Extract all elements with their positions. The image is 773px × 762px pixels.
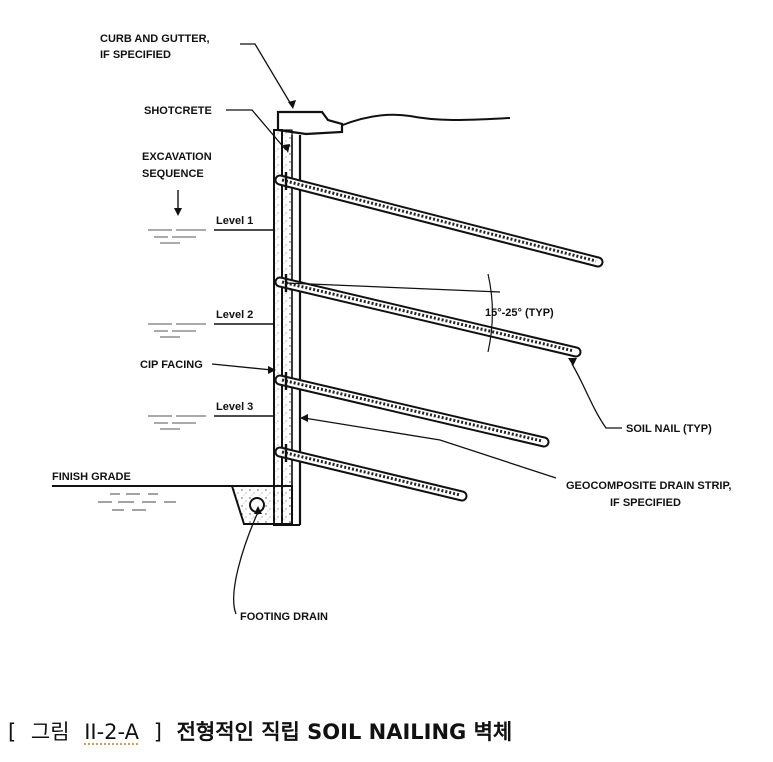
label-cip-facing: CIP FACING: [140, 359, 203, 371]
label-geocomposite-line1: GEOCOMPOSITE DRAIN STRIP,: [566, 480, 731, 492]
figure-caption: [ 그림 II-2-A ] 전형적인 직립 SOIL NAILING 벽체: [8, 716, 768, 746]
level-lines: [214, 229, 274, 417]
label-excavation-line2: SEQUENCE: [142, 168, 204, 180]
label-footing-drain: FOOTING DRAIN: [240, 611, 328, 623]
cip-facing-wall: [273, 129, 283, 526]
caption-open-bracket: [: [8, 720, 17, 744]
leader-arrowheads: [254, 100, 577, 514]
label-curb-line2: IF SPECIFIED: [100, 49, 171, 61]
label-shotcrete: SHOTCRETE: [144, 105, 212, 117]
finish-grade-hatch: [98, 493, 176, 511]
label-level-3: Level 3: [216, 401, 253, 413]
caption-figure-number: II-2-A: [84, 720, 140, 744]
soil-nail-4: [274, 446, 468, 502]
label-level-1: Level 1: [216, 215, 253, 227]
caption-figure-word: 그림: [30, 720, 70, 744]
excavation-arrow: [174, 190, 182, 216]
label-geocomposite-line2: IF SPECIFIED: [610, 497, 681, 509]
caption-title: 전형적인 직립 SOIL NAILING 벽체: [176, 720, 513, 744]
label-angle: 15°-25° (TYP): [485, 307, 554, 319]
label-level-2: Level 2: [216, 309, 253, 321]
soil-nail-2: [274, 276, 582, 358]
soil-nail-3: [274, 374, 550, 448]
leader-lines: [211, 43, 622, 615]
ground-surface-line: [339, 113, 511, 127]
label-excavation-line1: EXCAVATION: [142, 151, 212, 163]
level-ground-marks: [148, 229, 206, 430]
label-curb-line1: CURB AND GUTTER,: [100, 33, 210, 45]
label-soil-nail: SOIL NAIL (TYP): [626, 423, 712, 435]
soil-nail-1: [274, 174, 604, 268]
angle-indicator: [285, 273, 501, 353]
caption-close-bracket: ]: [153, 720, 162, 744]
label-finish-grade: FINISH GRADE: [52, 471, 131, 483]
